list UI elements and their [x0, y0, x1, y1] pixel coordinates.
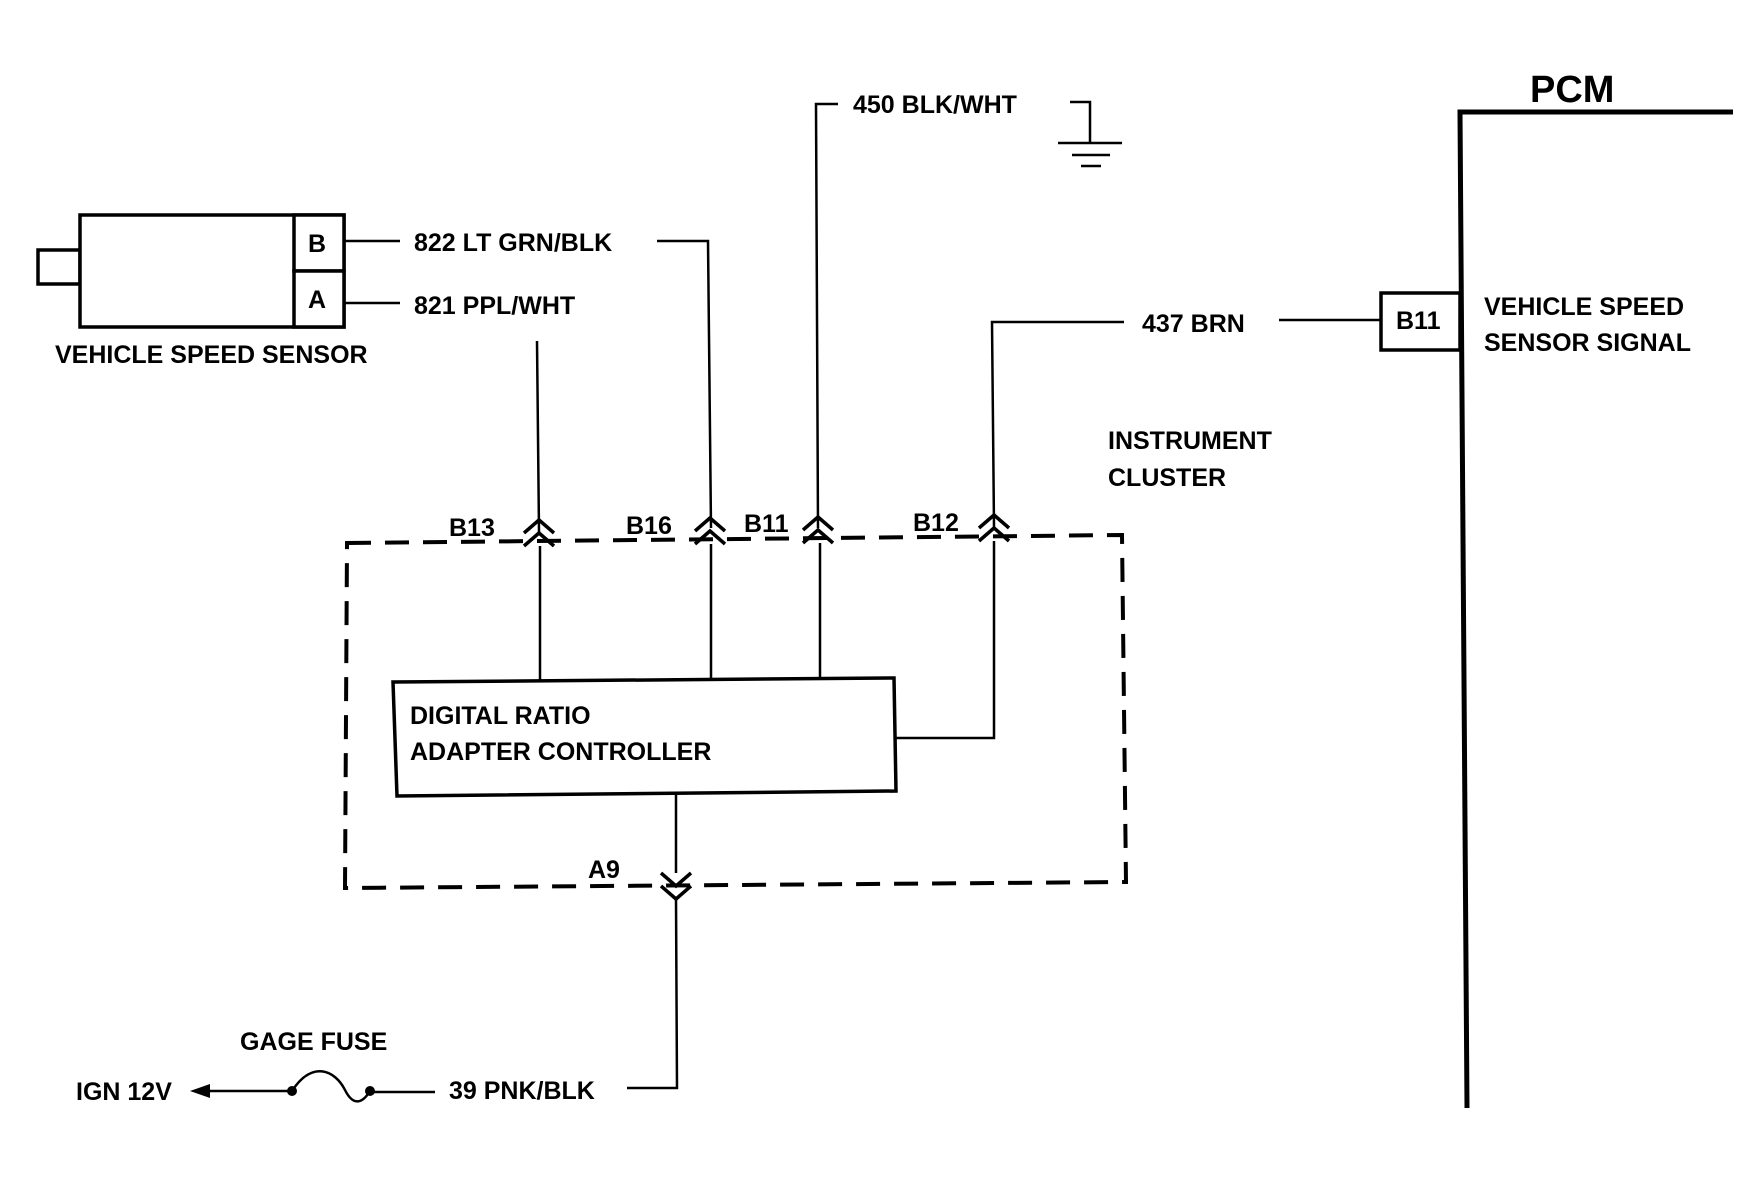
connector-b12-icon — [977, 512, 1011, 543]
wire-821: 821 PPL/WHT — [344, 292, 575, 533]
wire-450-path — [814, 102, 838, 529]
pcm-outline — [1457, 109, 1733, 1109]
cluster-pin-b11: B11 — [744, 510, 789, 538]
power-label: IGN 12V — [76, 1078, 172, 1106]
wire-437: 437 BRN — [990, 310, 1381, 528]
power-feed: 39 PNK/BLK GAGE FUSE IGN 12V — [76, 898, 679, 1106]
cluster-boundary — [342, 532, 1129, 891]
sensor-pin-b: B — [308, 230, 326, 258]
wire-822-label: 822 LT GRN/BLK — [414, 229, 612, 257]
wire-39-label: 39 PNK/BLK — [449, 1077, 595, 1105]
wire-822: 822 LT GRN/BLK — [344, 229, 713, 529]
internal-b12 — [895, 541, 996, 740]
instrument-cluster: INSTRUMENT CLUSTER B13 B16 B11 B12 A9 — [342, 427, 1272, 902]
wire-821-label: 821 PPL/WHT — [414, 292, 575, 320]
controller-label-line1: DIGITAL RATIO — [410, 702, 591, 730]
cluster-pin-a9: A9 — [588, 856, 620, 884]
cluster-label-line1: INSTRUMENT — [1108, 427, 1272, 455]
fuse-icon — [287, 1070, 375, 1103]
cluster-label-line2: CLUSTER — [1108, 464, 1226, 492]
pcm-pin-b11-box — [1379, 291, 1462, 352]
wire-450-label: 450 BLK/WHT — [853, 91, 1017, 119]
pcm-pin-b11: B11 — [1396, 307, 1441, 335]
cluster-pin-b16: B16 — [626, 512, 672, 540]
ground-icon — [1058, 141, 1122, 168]
pcm-signal-label-line1: VEHICLE SPEED — [1484, 293, 1684, 321]
sensor-label: VEHICLE SPEED SENSOR — [55, 341, 368, 369]
sensor-shaft — [36, 248, 82, 286]
pcm: PCM B11 VEHICLE SPEED SENSOR SIGNAL — [1379, 69, 1733, 1109]
vehicle-speed-sensor: B A VEHICLE SPEED SENSOR — [36, 213, 368, 369]
sensor-pin-a-box — [292, 269, 346, 329]
fuse-label: GAGE FUSE — [240, 1028, 387, 1056]
wire-822-path — [657, 239, 713, 529]
cluster-pin-b12: B12 — [913, 509, 959, 537]
wire-437-left — [990, 320, 1124, 528]
connector-b11-icon — [801, 514, 835, 545]
sensor-pin-a: A — [308, 286, 326, 314]
wire-437-label: 437 BRN — [1142, 310, 1245, 338]
controller-label-line2: ADAPTER CONTROLLER — [410, 738, 711, 766]
connector-b13-icon — [522, 517, 556, 548]
arrow-left-icon — [190, 1084, 210, 1098]
wire-450: 450 BLK/WHT — [814, 91, 1122, 529]
digital-ratio-adapter-controller — [391, 676, 898, 798]
wire-821-path — [535, 340, 541, 533]
pcm-signal-label-line2: SENSOR SIGNAL — [1484, 329, 1691, 357]
ground-lead — [1070, 100, 1092, 143]
connector-b16-icon — [693, 515, 727, 546]
wire-39-path — [627, 898, 679, 1090]
cluster-pin-b13: B13 — [449, 514, 495, 542]
pcm-title: PCM — [1530, 69, 1614, 111]
